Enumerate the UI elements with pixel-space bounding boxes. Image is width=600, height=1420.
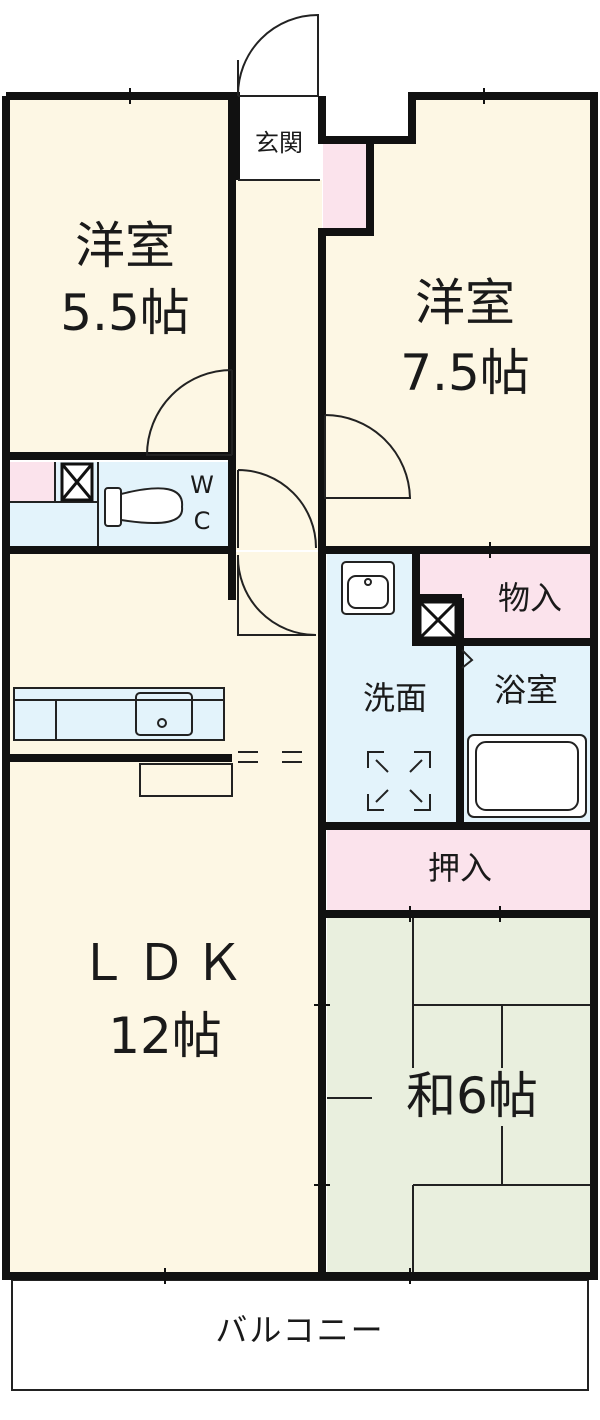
washing-machine-space-icon bbox=[367, 751, 431, 811]
room-label-western-b-size: 7.5帖 bbox=[400, 344, 530, 402]
room-label-japanese: 和6帖 bbox=[372, 1067, 572, 1126]
balcony bbox=[11, 1279, 589, 1391]
ldk-opening bbox=[238, 751, 302, 763]
small-storage-fill bbox=[10, 462, 55, 502]
washbasin-icon bbox=[341, 561, 395, 615]
room-label-storage: 物入 bbox=[497, 579, 562, 617]
room-fill-western-b bbox=[323, 100, 590, 548]
room-fill-ldk bbox=[10, 552, 322, 1272]
room-label-ldk-size: 12帖 bbox=[108, 1007, 222, 1065]
pipe-shaft-icon bbox=[60, 462, 458, 640]
closet-fill bbox=[327, 828, 590, 912]
room-label-entrance: 玄関 bbox=[255, 129, 303, 157]
room-label-western-a-name: 洋室 bbox=[75, 217, 175, 275]
room-label-toilet-c: C bbox=[193, 507, 211, 535]
thin-walls bbox=[10, 179, 320, 546]
room-label-bathroom: 浴室 bbox=[493, 671, 558, 709]
shoe-closet-fill bbox=[323, 140, 370, 228]
room-fill-western-a bbox=[10, 100, 232, 455]
room-label-western-a-size: 5.5帖 bbox=[60, 284, 190, 342]
doors bbox=[145, 13, 474, 669]
toilet-corridor-fill bbox=[10, 502, 98, 546]
room-label-washroom: 洗面 bbox=[362, 679, 427, 717]
room-label-western-b-name: 洋室 bbox=[415, 274, 515, 332]
room-label-ldk-name: ＬＤＫ bbox=[78, 934, 252, 992]
room-label-toilet-w: W bbox=[190, 471, 214, 499]
hall-fill bbox=[232, 180, 322, 550]
entrance-fill bbox=[238, 100, 320, 180]
kitchen-counter bbox=[13, 687, 233, 797]
windows bbox=[50, 88, 580, 1284]
bathtub-icon bbox=[467, 734, 587, 818]
toilet-bowl-icon bbox=[104, 487, 184, 527]
room-label-closet: 押入 bbox=[427, 849, 492, 887]
balcony-label: バルコニー bbox=[215, 1311, 385, 1349]
